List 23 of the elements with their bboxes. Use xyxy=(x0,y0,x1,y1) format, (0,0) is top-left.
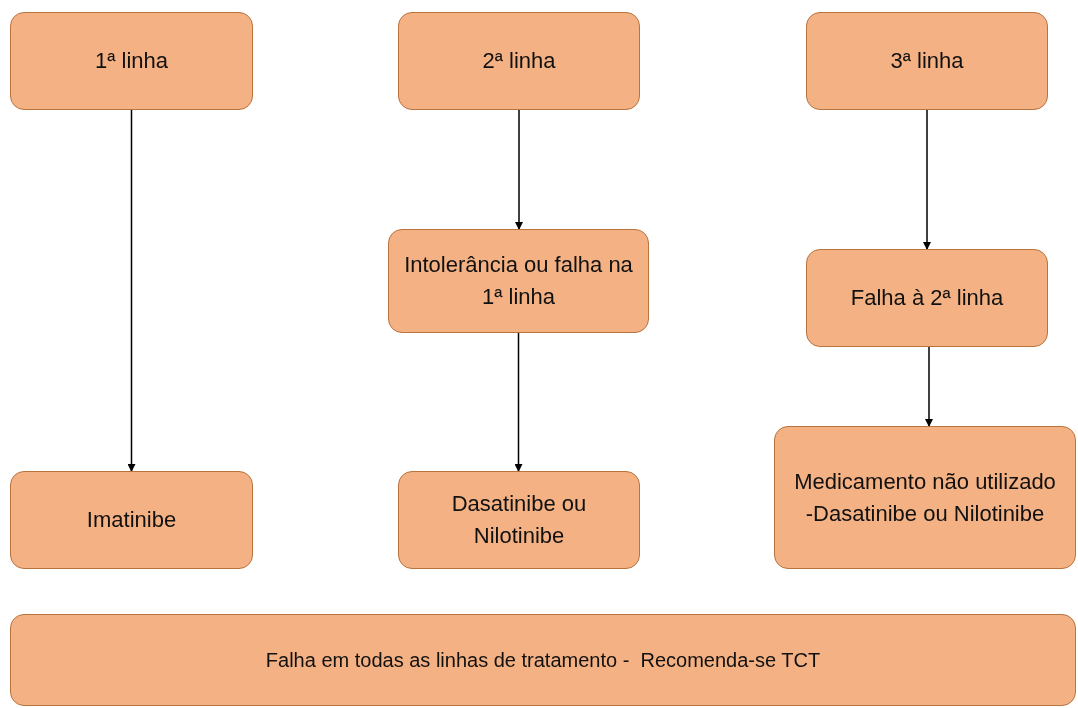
box-text: Intolerância ou falha na 1ª linha xyxy=(403,251,634,311)
process-box xyxy=(10,12,253,110)
box-text: Falha em todas as linhas de tratamento - Recomenda-se TCT xyxy=(265,647,821,673)
box-text: 2ª linha xyxy=(482,47,556,76)
process-box xyxy=(10,614,1076,706)
box-text: 3ª linha xyxy=(890,47,964,76)
box-text: Falha à 2ª linha xyxy=(850,284,1004,313)
process-box xyxy=(774,426,1076,569)
process-box xyxy=(806,249,1048,347)
box-text: Imatinibe xyxy=(86,506,177,535)
arrow xyxy=(515,109,523,230)
arrow xyxy=(514,332,523,472)
arrow xyxy=(923,109,931,250)
box-text: Dasatinibe ou Nilotinibe xyxy=(450,490,588,550)
arrow xyxy=(127,109,136,472)
process-box xyxy=(398,12,640,110)
process-box xyxy=(398,471,640,569)
process-box xyxy=(806,12,1048,110)
box-text: Medicamento não utilizado -Dasatinibe ou Nilotinibe xyxy=(793,467,1057,528)
box-text: 1ª linha xyxy=(95,47,168,76)
arrow xyxy=(925,346,933,427)
process-box xyxy=(388,229,649,333)
process-box xyxy=(10,471,253,569)
